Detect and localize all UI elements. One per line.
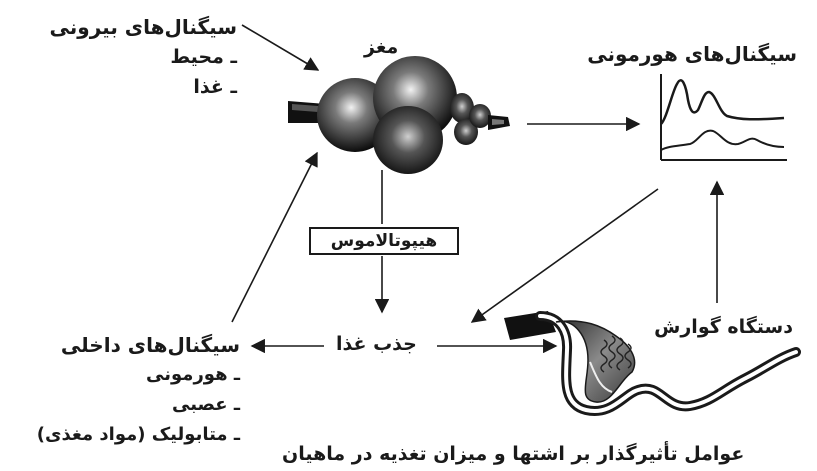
internal-signal-item: ـ هورمونی <box>37 360 240 390</box>
internal-signals-block: سیگنال‌های داخلی ـ هورمونی ـ عصبی ـ متاب… <box>37 330 240 450</box>
graph-curve-upper <box>661 80 784 124</box>
internal-signals-title: سیگنال‌های داخلی <box>37 330 240 360</box>
brain-illustration <box>288 56 510 174</box>
hypothalamus-box: هیپوتالاموس <box>309 227 459 255</box>
graph-curve-lower <box>661 131 784 150</box>
internal-signal-item: ـ متابولیک (مواد مغذی) <box>37 420 240 450</box>
arrow-external-to-brain <box>242 25 318 70</box>
external-signals-block: سیگنال‌های بیرونی ـ محیط ـ غذا <box>50 12 237 102</box>
food-intake-label: جذب غذا <box>336 335 417 354</box>
external-signals-title: سیگنال‌های بیرونی <box>50 12 237 42</box>
digestive-system-label: دستگاه گوارش <box>654 318 793 337</box>
hormone-graph <box>661 74 787 160</box>
hormonal-signals-label: سیگنال‌های هورمونی <box>587 44 797 64</box>
diagram-arrows <box>232 25 717 346</box>
brain-label: مغز <box>364 38 398 57</box>
external-signal-item: ـ محیط <box>50 42 237 72</box>
arrow-hormones-to-intake <box>472 189 658 322</box>
internal-signal-item: ـ عصبی <box>37 390 240 420</box>
figure-caption: عوامل تأثیرگذار بر اشتها و میزان تغذیه د… <box>282 445 744 464</box>
arrow-internal-to-brain <box>232 153 317 322</box>
external-signal-item: ـ غذا <box>50 72 237 102</box>
